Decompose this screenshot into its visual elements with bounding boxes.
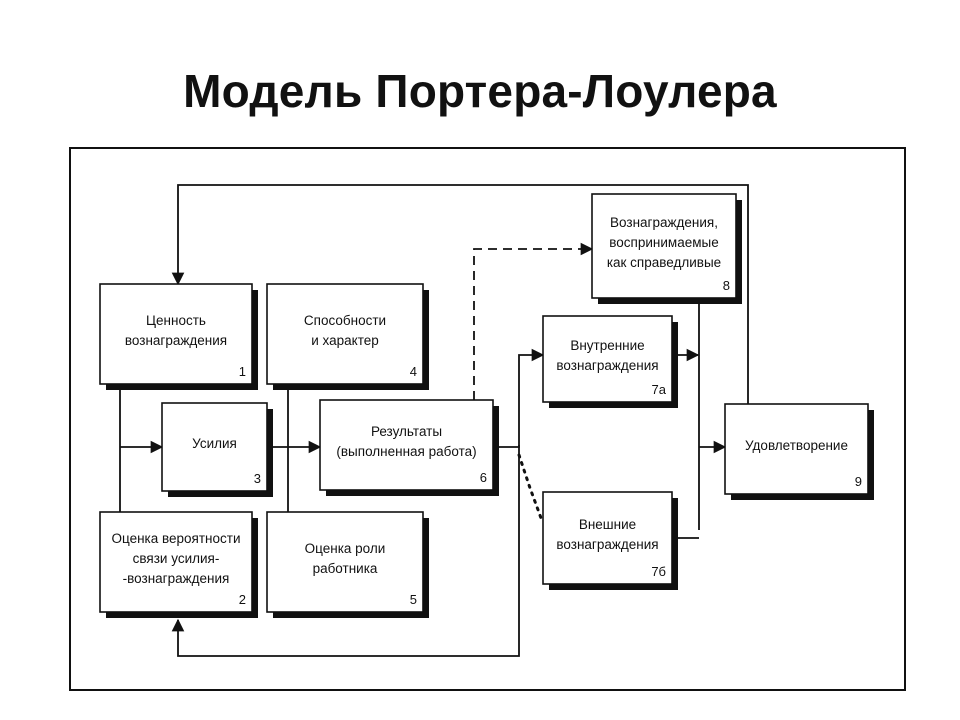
box-label-line: Усилия xyxy=(192,436,237,451)
box-label-line: Оценка роли xyxy=(305,541,386,556)
box-number: 9 xyxy=(855,474,862,489)
box-frame xyxy=(266,511,424,613)
box-number: 6 xyxy=(480,470,487,485)
box-frame xyxy=(724,403,869,495)
box-label-line: Ценность xyxy=(146,313,206,328)
arrow-6-to-8 xyxy=(473,242,594,400)
box-label-line: вознаграждения xyxy=(125,333,227,348)
box-label-line: воспринимаемые xyxy=(609,235,718,250)
box-b4: Способности и характер 4 xyxy=(266,283,429,390)
box-label-line: Внешние xyxy=(579,517,636,532)
box-b6: Результаты (выполненная работа) 6 xyxy=(319,399,499,496)
box-frame xyxy=(161,402,268,492)
box-label-line: Удовлетворение xyxy=(745,438,848,453)
box-label-line: -вознаграждения xyxy=(123,571,230,586)
box-b3: Усилия 3 xyxy=(161,402,273,497)
box-number: 5 xyxy=(410,592,417,607)
box-label-line: Оценка вероятности xyxy=(112,531,241,546)
box-frame xyxy=(266,283,424,385)
box-frame xyxy=(591,193,737,299)
page-title: Модель Портера-Лоулера xyxy=(183,65,777,117)
box-number: 1 xyxy=(239,364,246,379)
box-label-line: работника xyxy=(313,561,378,576)
box-label-line: Результаты xyxy=(371,424,442,439)
box-label-line: (выполненная работа) xyxy=(336,444,476,459)
box-frame xyxy=(542,491,673,585)
box-frame xyxy=(319,399,494,491)
box-label-line: Внутренние xyxy=(570,338,644,353)
box-number: 8 xyxy=(723,278,730,293)
box-b2: Оценка вероятности связи усилия- -вознагра… xyxy=(99,511,258,618)
arrow-feedback-6-to-2 xyxy=(171,445,520,657)
box-b7a: Внутренние вознаграждения 7а xyxy=(542,315,678,408)
connectors xyxy=(119,184,749,657)
arrow-feedback-9-to-1 xyxy=(171,184,749,404)
box-frame xyxy=(542,315,673,403)
box-label-line: Вознаграждения, xyxy=(610,215,718,230)
box-b8: Вознаграждения, воспринимаемые как справед… xyxy=(591,193,742,304)
box-number: 7б xyxy=(651,564,666,579)
box-b9: Удовлетворение 9 xyxy=(724,403,874,500)
diagram-frame xyxy=(69,147,906,691)
box-b1: Ценность вознаграждения 1 xyxy=(99,283,258,390)
box-label-line: вознаграждения xyxy=(556,358,658,373)
box-label-line: и характер xyxy=(311,333,379,348)
arrow-6-to-7a xyxy=(493,348,545,448)
box-number: 4 xyxy=(410,364,417,379)
box-number: 3 xyxy=(254,471,261,486)
box-label-line: Способности xyxy=(304,313,386,328)
box-number: 2 xyxy=(239,592,246,607)
box-number: 7а xyxy=(652,382,667,397)
box-frame xyxy=(99,511,253,613)
box-b7b: Внешние вознаграждения 7б xyxy=(542,491,678,590)
dotted-link-6-to-7b xyxy=(517,453,543,520)
box-b5: Оценка роли работника 5 xyxy=(266,511,429,618)
box-frame xyxy=(99,283,253,385)
box-label-line: связи усилия- xyxy=(133,551,220,566)
box-label-line: как справедливые xyxy=(607,255,721,270)
box-label-line: вознаграждения xyxy=(556,537,658,552)
